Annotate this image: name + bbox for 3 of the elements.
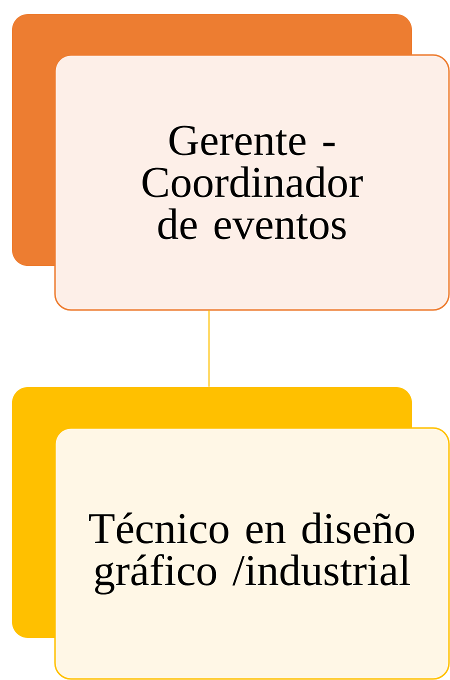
process-box: Gerente - Coordinador de eventos — [12, 14, 450, 311]
connector-line — [208, 310, 210, 387]
process-box: Técnico en diseño gráfico /industrial — [12, 387, 450, 680]
